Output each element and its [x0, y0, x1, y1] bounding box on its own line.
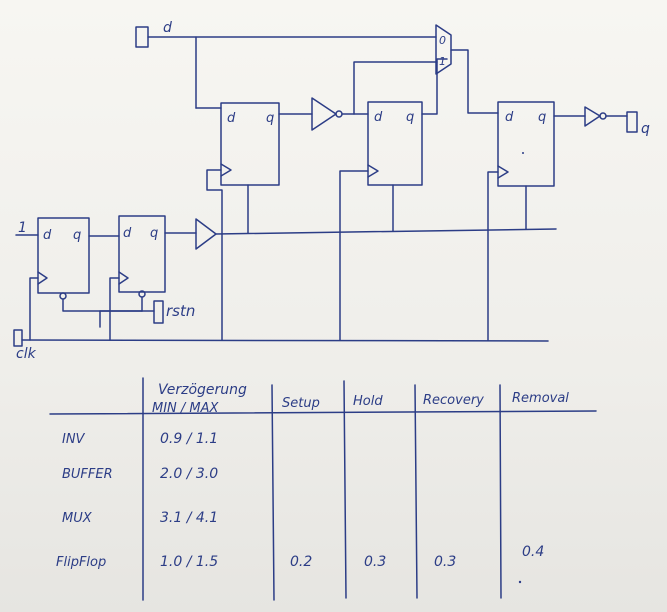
- cell-delay: 1.0 / 1.5: [160, 554, 218, 570]
- wire-ff1-reset: [62, 298, 143, 312]
- header-hold: Hold: [353, 394, 383, 409]
- ff4-clock-marker: [367, 164, 379, 178]
- inverter-2: [584, 106, 601, 127]
- row-label: INV: [62, 432, 86, 447]
- ff3-clock-marker: [220, 163, 232, 177]
- input-port-clk: [13, 329, 23, 347]
- input-label-rstn: rstn: [166, 302, 195, 320]
- cell-delay: 2.0 / 3.0: [160, 466, 218, 482]
- mux: [435, 24, 452, 75]
- ff4-d-pin: d: [374, 110, 383, 125]
- inverter-1: [311, 97, 337, 131]
- row-label: FlipFlop: [56, 555, 106, 570]
- output-label-q: q: [641, 121, 650, 137]
- flipflop-3: [220, 102, 280, 186]
- header-recovery: Recovery: [423, 393, 484, 408]
- table-col-rule-2: [271, 384, 275, 601]
- wire-clk-ff3: [206, 169, 223, 341]
- ff5-q-pin: q: [538, 110, 546, 125]
- wire-mux-to-ff5: [450, 49, 499, 114]
- ff1-q-pin: q: [73, 228, 81, 243]
- row-label: MUX: [62, 511, 93, 526]
- ff3-q-pin: q: [266, 111, 274, 126]
- cell-recovery: 0.3: [434, 554, 456, 570]
- input-label-one: 1: [18, 220, 27, 236]
- ff5-clock-marker: [497, 165, 509, 179]
- timing-table: Verzögerung MIN / MAX Setup Hold Recover…: [49, 377, 597, 601]
- input-label-d: d: [163, 20, 172, 36]
- wire-clk-ff2: [109, 277, 120, 341]
- flipflop-4: [367, 101, 423, 186]
- wire-reset-bus: [215, 228, 557, 235]
- header-delay-line2: MIN / MAX: [152, 401, 220, 416]
- cell-hold: 0.3: [364, 554, 386, 570]
- header-removal: Removal: [512, 391, 569, 406]
- wire-clock-bus: [21, 339, 549, 342]
- inverter-2-bubble: [599, 112, 607, 120]
- ff1-reset-bubble: [59, 292, 67, 300]
- cell-removal: 0.4: [522, 544, 544, 560]
- cell-delay: 3.1 / 4.1: [160, 510, 218, 526]
- cell-delay: 0.9 / 1.1: [160, 431, 218, 447]
- wire-clk-ff5: [487, 171, 499, 341]
- wire-clk-ff1: [29, 277, 39, 341]
- output-port-q: [626, 111, 638, 133]
- ff1-clock-marker: [37, 271, 48, 285]
- buffer: [195, 218, 217, 250]
- wire-clk-ff4: [339, 170, 369, 341]
- input-port-d: [135, 26, 149, 48]
- ink-dot: [522, 152, 524, 154]
- ff2-d-pin: d: [123, 226, 132, 241]
- flipflop-2: [118, 215, 166, 293]
- input-label-clk: clk: [16, 346, 37, 362]
- ff5-d-pin: d: [505, 110, 514, 125]
- ff4-q-pin: q: [406, 110, 414, 125]
- table-col-rule-3: [343, 380, 347, 599]
- cell-setup: 0.2: [290, 554, 312, 570]
- header-delay-line1: Verzögerung: [158, 382, 247, 398]
- mux-label-one: 1: [439, 55, 446, 68]
- inverter-1-bubble: [335, 110, 343, 118]
- row-label: BUFFER: [62, 467, 113, 482]
- table-header-rule: [49, 410, 597, 415]
- input-port-rstn: [153, 300, 164, 324]
- ff1-d-pin: d: [43, 228, 52, 243]
- table-col-rule-5: [499, 384, 502, 599]
- table-col-rule-4: [414, 384, 418, 599]
- mux-label-zero: 0: [439, 34, 446, 47]
- ff3-d-pin: d: [227, 111, 236, 126]
- ff2-q-pin: q: [150, 226, 158, 241]
- wire-ff4-q-to-mux: [421, 58, 448, 115]
- ink-dot: [518, 580, 522, 584]
- wire-feedback-to-mux: [353, 61, 438, 115]
- ff2-clock-marker: [118, 271, 129, 285]
- header-setup: Setup: [282, 396, 320, 411]
